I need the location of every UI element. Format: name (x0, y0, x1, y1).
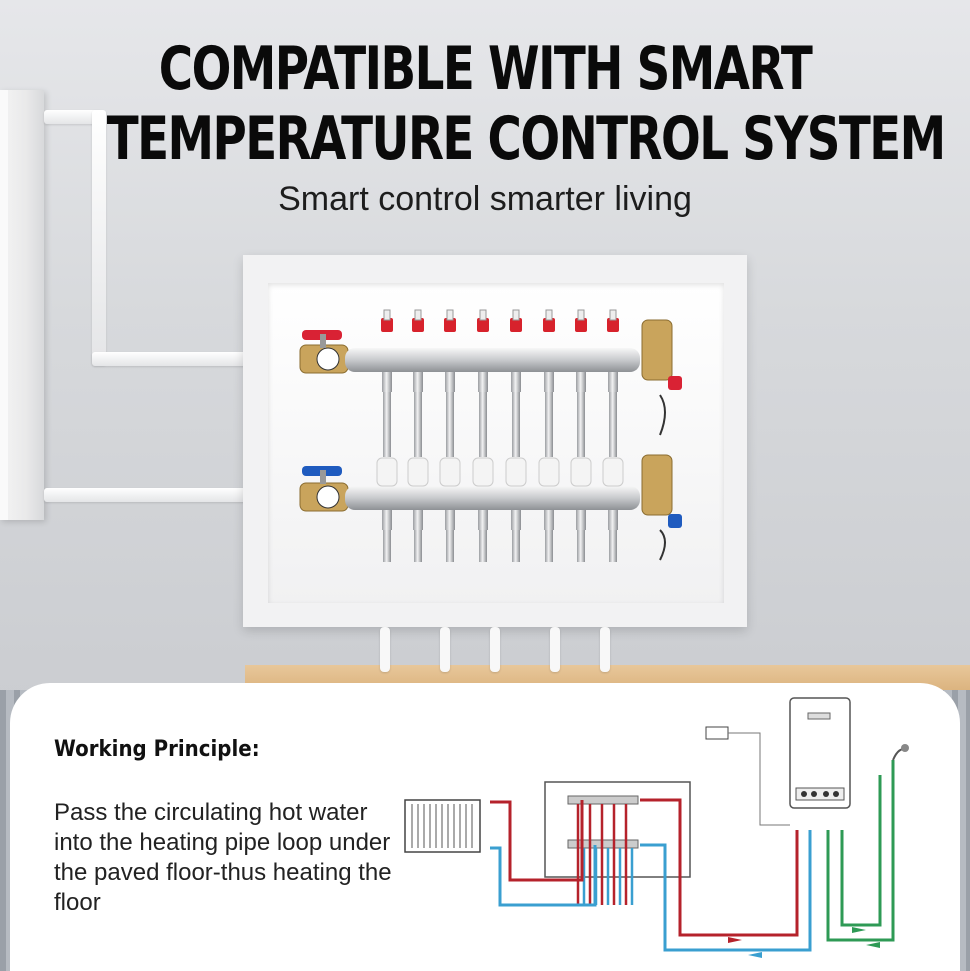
domestic-water-pipe (826, 760, 895, 942)
supply-pipe-horizontal-top (44, 110, 102, 124)
subtitle: Smart control smarter living (278, 180, 692, 218)
headline-line-2: TEMPERATURE CONTROL SYSTEM (106, 104, 947, 174)
schematic-radiator (404, 799, 481, 853)
working-principle-title: Working Principle: (54, 737, 260, 762)
boiler-icon (789, 697, 851, 809)
return-pipe-horizontal (44, 488, 302, 502)
wall-radiator (0, 90, 44, 520)
headline-line-1: COMPATIBLE WITH SMART (158, 34, 813, 104)
return-air-vent (641, 454, 673, 516)
floor-pipe (440, 627, 450, 672)
faucet-icon (892, 744, 909, 761)
thermostat-icon (705, 726, 790, 826)
manifold-loops (376, 309, 624, 562)
hot-pipe-to-radiator (490, 800, 584, 882)
supply-air-vent (641, 319, 673, 381)
boiler-return-pipe (640, 830, 812, 952)
floor-pipe (550, 627, 560, 672)
supply-pipe-vertical (92, 110, 106, 365)
floor-pipe (380, 627, 390, 672)
return-ball-valve (299, 466, 349, 512)
floor-pipe (490, 627, 500, 672)
supply-manifold-bar (345, 348, 640, 372)
return-manifold-bar (345, 486, 640, 510)
cold-pipe-from-radiator (490, 845, 597, 907)
working-principle-description: Pass the circulating hot water into the … (54, 799, 392, 916)
boiler-supply-pipe (640, 798, 799, 937)
floor-pipe (600, 627, 610, 672)
flow-direction-arrows (728, 927, 880, 958)
